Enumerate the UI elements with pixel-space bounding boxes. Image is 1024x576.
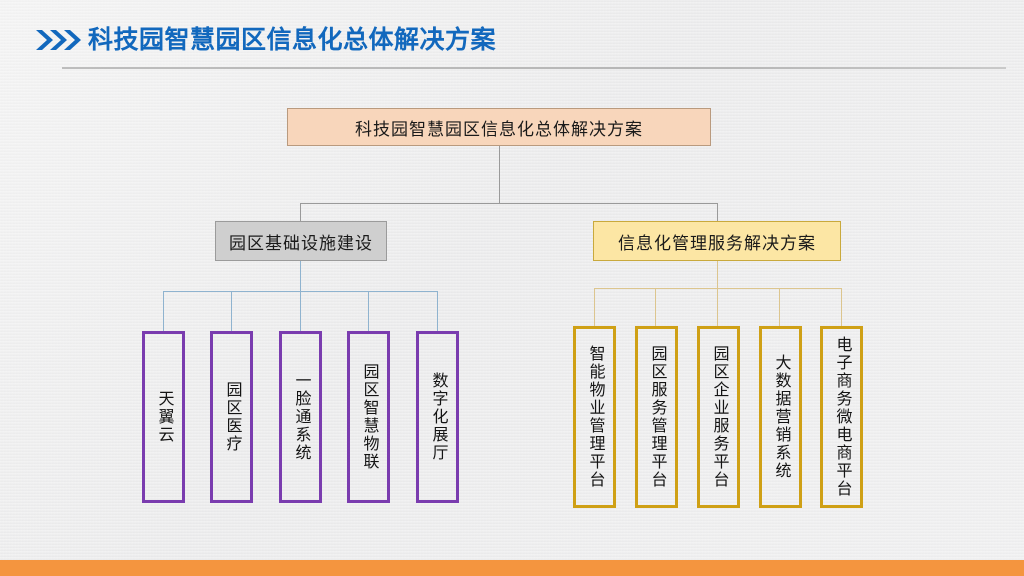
- footer-accent-bar: [0, 560, 1024, 576]
- connector-root-stem: [499, 146, 500, 203]
- node-branch-infrastructure[interactable]: 园区基础设施建设: [215, 221, 387, 261]
- leaf-left-3[interactable]: 一脸通系统: [279, 331, 322, 503]
- leaf-right-3[interactable]: 园区企业服务平台: [697, 326, 740, 508]
- leaf-right-4[interactable]: 大数据营销系统: [759, 326, 802, 508]
- leaf-left-4[interactable]: 园区智慧物联: [347, 331, 390, 503]
- connector-left-drop-1: [163, 291, 164, 331]
- connector-root-spine: [300, 203, 717, 204]
- leaf-left-2[interactable]: 园区医疗: [210, 331, 253, 503]
- page-title: 科技园智慧园区信息化总体解决方案: [88, 26, 497, 54]
- leaf-left-1[interactable]: 天翼云: [142, 331, 185, 503]
- connector-right-stem: [717, 261, 718, 288]
- leaf-right-5[interactable]: 电子商务微电商平台: [820, 326, 863, 508]
- header-divider: [62, 67, 1006, 69]
- node-root[interactable]: 科技园智慧园区信息化总体解决方案: [287, 108, 711, 146]
- node-branch-information-services[interactable]: 信息化管理服务解决方案: [593, 221, 841, 261]
- leaf-left-5[interactable]: 数字化展厅: [416, 331, 459, 503]
- leaf-right-1[interactable]: 智能物业管理平台: [573, 326, 616, 508]
- connector-right-drop-4: [779, 288, 780, 326]
- connector-left-drop-4: [368, 291, 369, 331]
- connector-left-drop-5: [437, 291, 438, 331]
- connector-right-drop-1: [594, 288, 595, 326]
- connector-right-drop-3: [717, 288, 718, 326]
- triple-chevron-right-icon: [34, 27, 84, 53]
- leaf-right-2[interactable]: 园区服务管理平台: [635, 326, 678, 508]
- connector-left-stem: [300, 261, 301, 291]
- connector-root-to-right-branch: [717, 203, 718, 222]
- connector-left-drop-3: [300, 291, 301, 331]
- connector-right-drop-5: [841, 288, 842, 326]
- connector-left-drop-2: [231, 291, 232, 331]
- connector-root-to-left-branch: [300, 203, 301, 222]
- connector-right-drop-2: [655, 288, 656, 326]
- slide-header: 科技园智慧园区信息化总体解决方案: [0, 18, 1024, 64]
